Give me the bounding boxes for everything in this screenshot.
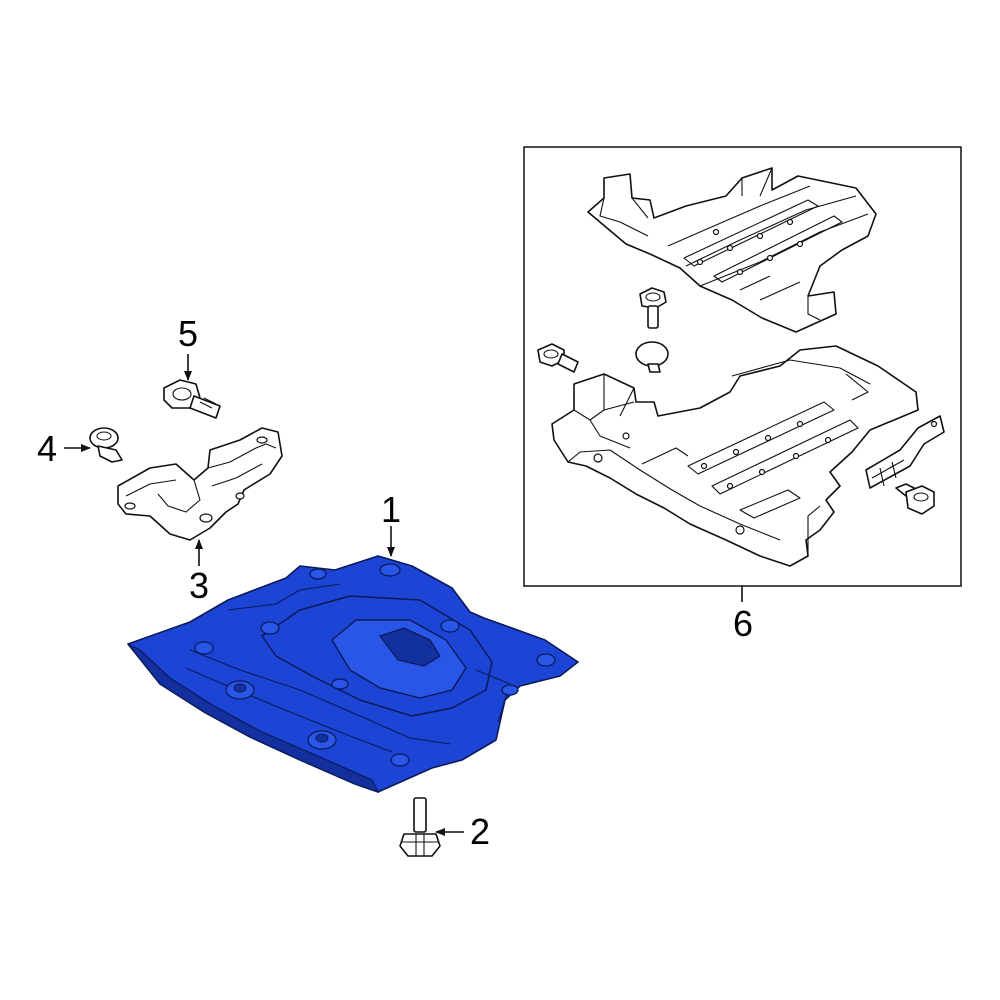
box-bolt-right[interactable] [895, 483, 935, 515]
push-clip-part-4[interactable] [89, 427, 123, 463]
skid-plate-inner-pocket [379, 627, 441, 667]
callout-5: 5 [178, 313, 198, 354]
callout-3: 3 [189, 565, 209, 606]
callout-labels: 1 2 3 4 5 6 [37, 313, 753, 852]
lower-plate-part-6[interactable] [551, 345, 919, 567]
callout-2: 2 [470, 811, 490, 852]
bolt-part-2[interactable] [399, 797, 441, 857]
callout-4: 4 [37, 428, 57, 469]
box-bolt-left[interactable] [537, 343, 579, 373]
skid-plate-front-lip [127, 643, 380, 794]
callout-1: 1 [381, 489, 401, 530]
box-push-clip[interactable] [635, 341, 669, 373]
bolt-part-5[interactable] [163, 379, 221, 419]
upper-shield-part-6[interactable] [587, 167, 877, 333]
callout-leaders [64, 354, 743, 836]
callout-6: 6 [733, 603, 753, 644]
skid-plate-mount-bosses [194, 563, 556, 767]
box-bolt-center[interactable] [639, 287, 667, 329]
skid-plate-center-pan [260, 595, 493, 717]
skid-plate-part-1[interactable] [127, 555, 579, 794]
box-side-bracket[interactable] [865, 415, 945, 489]
bracket-part-3[interactable] [117, 427, 283, 541]
